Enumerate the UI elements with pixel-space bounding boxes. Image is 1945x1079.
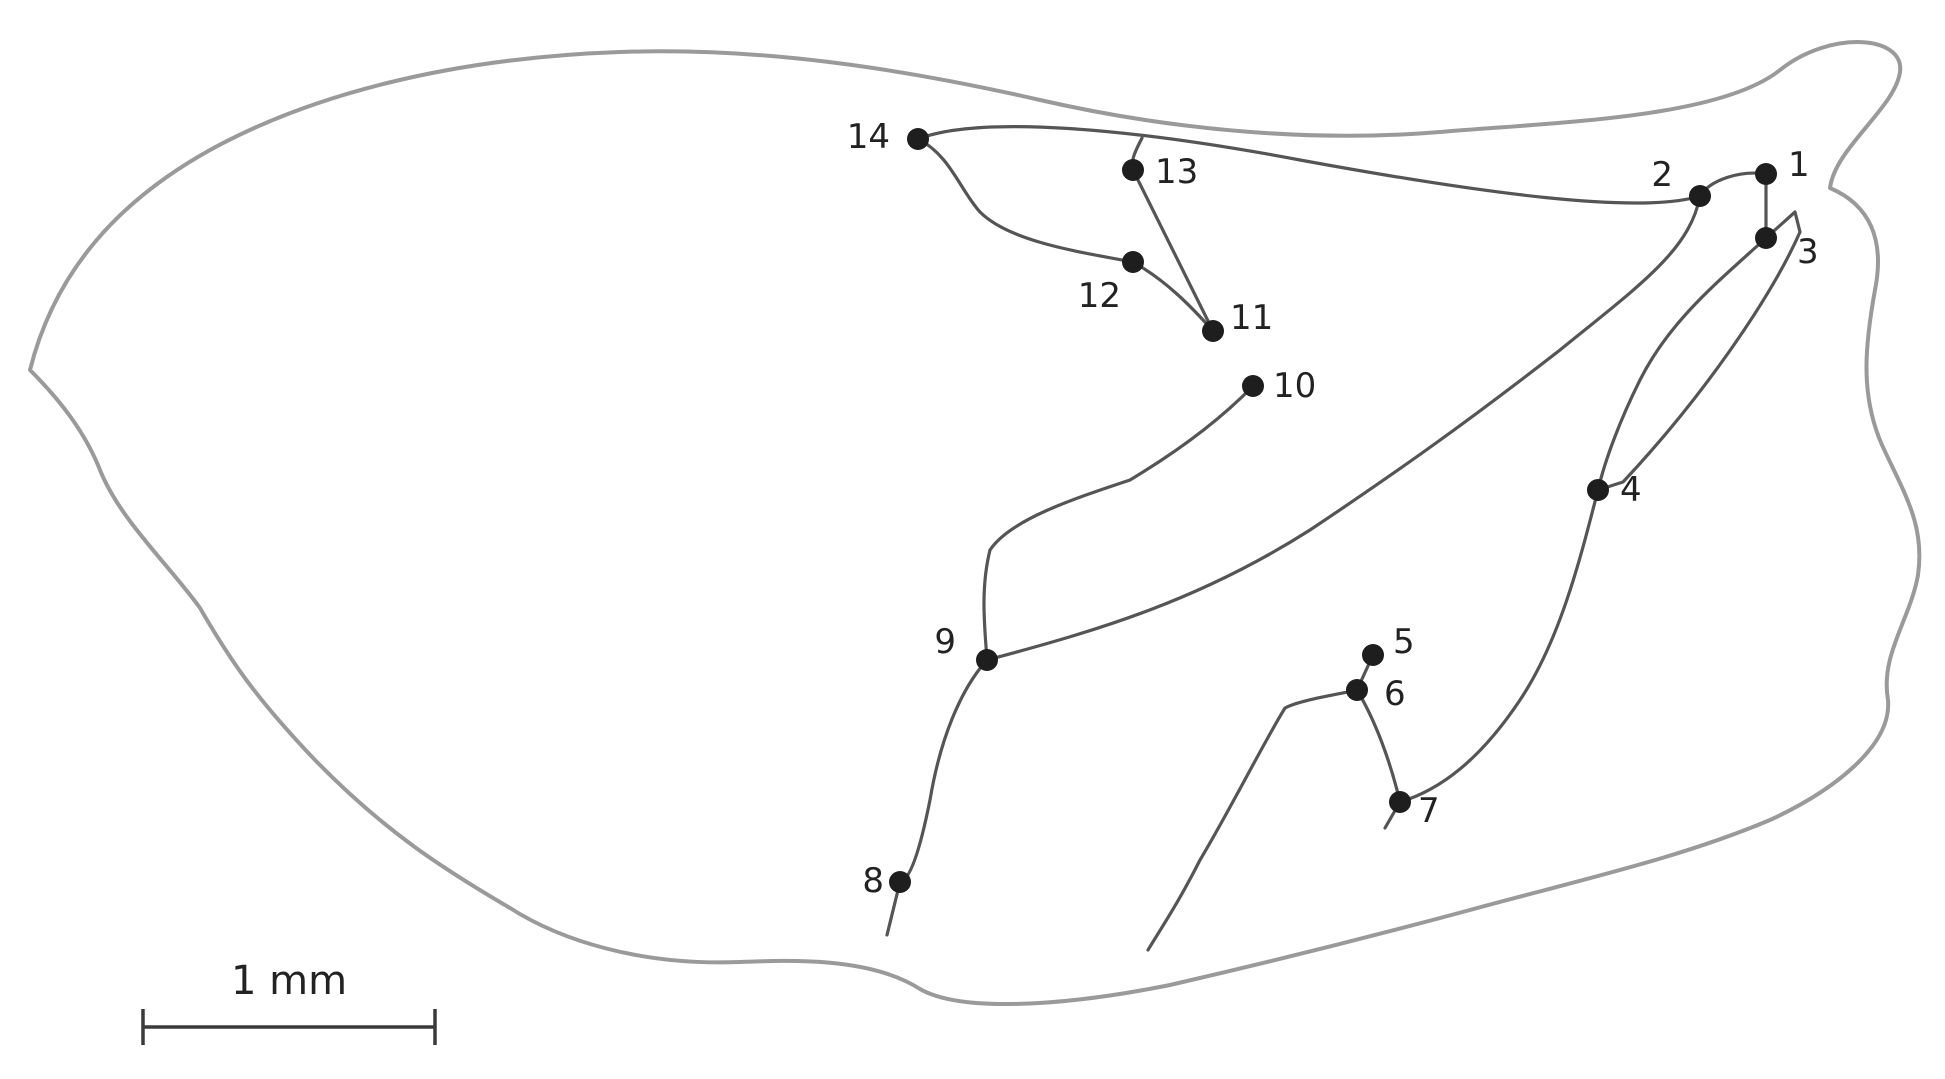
landmark-4-dot <box>1587 479 1609 501</box>
landmark-6-label: 6 <box>1384 674 1406 714</box>
landmark-1-dot <box>1755 163 1777 185</box>
landmark-7-dot <box>1389 791 1411 813</box>
wing-outline <box>28 40 1922 1007</box>
landmark-11-label: 11 <box>1230 298 1273 338</box>
landmark-12-label: 12 <box>1078 276 1121 316</box>
vein-costal-14-to-2 <box>916 125 1702 205</box>
vein-13-to-11 <box>1131 168 1215 333</box>
landmark-9-label: 9 <box>934 622 956 662</box>
scale-bar-label: 1 mm <box>231 958 347 1004</box>
landmark-7-label: 7 <box>1418 791 1440 831</box>
landmark-2-dot <box>1689 185 1711 207</box>
landmark-14-dot <box>907 128 929 150</box>
scale-bar: 1 mm <box>141 958 437 1045</box>
landmark-1-label: 1 <box>1788 145 1810 185</box>
landmark-2-label: 2 <box>1651 155 1673 195</box>
landmark-8-dot <box>889 871 911 893</box>
vein-3-loop-to-4 <box>1596 236 1768 492</box>
landmark-13-dot <box>1122 159 1144 181</box>
landmark-12-dot <box>1122 251 1144 273</box>
vein-3-outer-branch <box>1596 210 1802 492</box>
vein-4-to-7 <box>1398 488 1600 804</box>
landmark-3-label: 3 <box>1797 232 1819 272</box>
landmark-5-label: 5 <box>1393 622 1415 662</box>
landmark-5-dot <box>1362 644 1384 666</box>
landmark-10-label: 10 <box>1273 366 1316 406</box>
vein-6-to-7 <box>1355 688 1402 804</box>
landmark-11-dot <box>1202 320 1224 342</box>
vein-6-branch-down <box>1146 688 1359 952</box>
landmark-6-dot <box>1346 679 1368 701</box>
vein-12-to-11 <box>1131 260 1215 333</box>
landmark-3-dot <box>1755 227 1777 249</box>
landmark-13-label: 13 <box>1155 152 1198 192</box>
vein-9-to-8 <box>898 658 989 884</box>
landmark-8-label: 8 <box>862 861 884 901</box>
vein-2-to-9 <box>985 194 1702 662</box>
vein-14-to-12 <box>916 137 1135 264</box>
landmark-10-dot <box>1242 375 1264 397</box>
landmark-4-label: 4 <box>1620 470 1642 510</box>
landmark-9-dot <box>976 649 998 671</box>
landmark-14-label: 14 <box>847 117 890 157</box>
vein-10-to-9 <box>982 384 1255 662</box>
